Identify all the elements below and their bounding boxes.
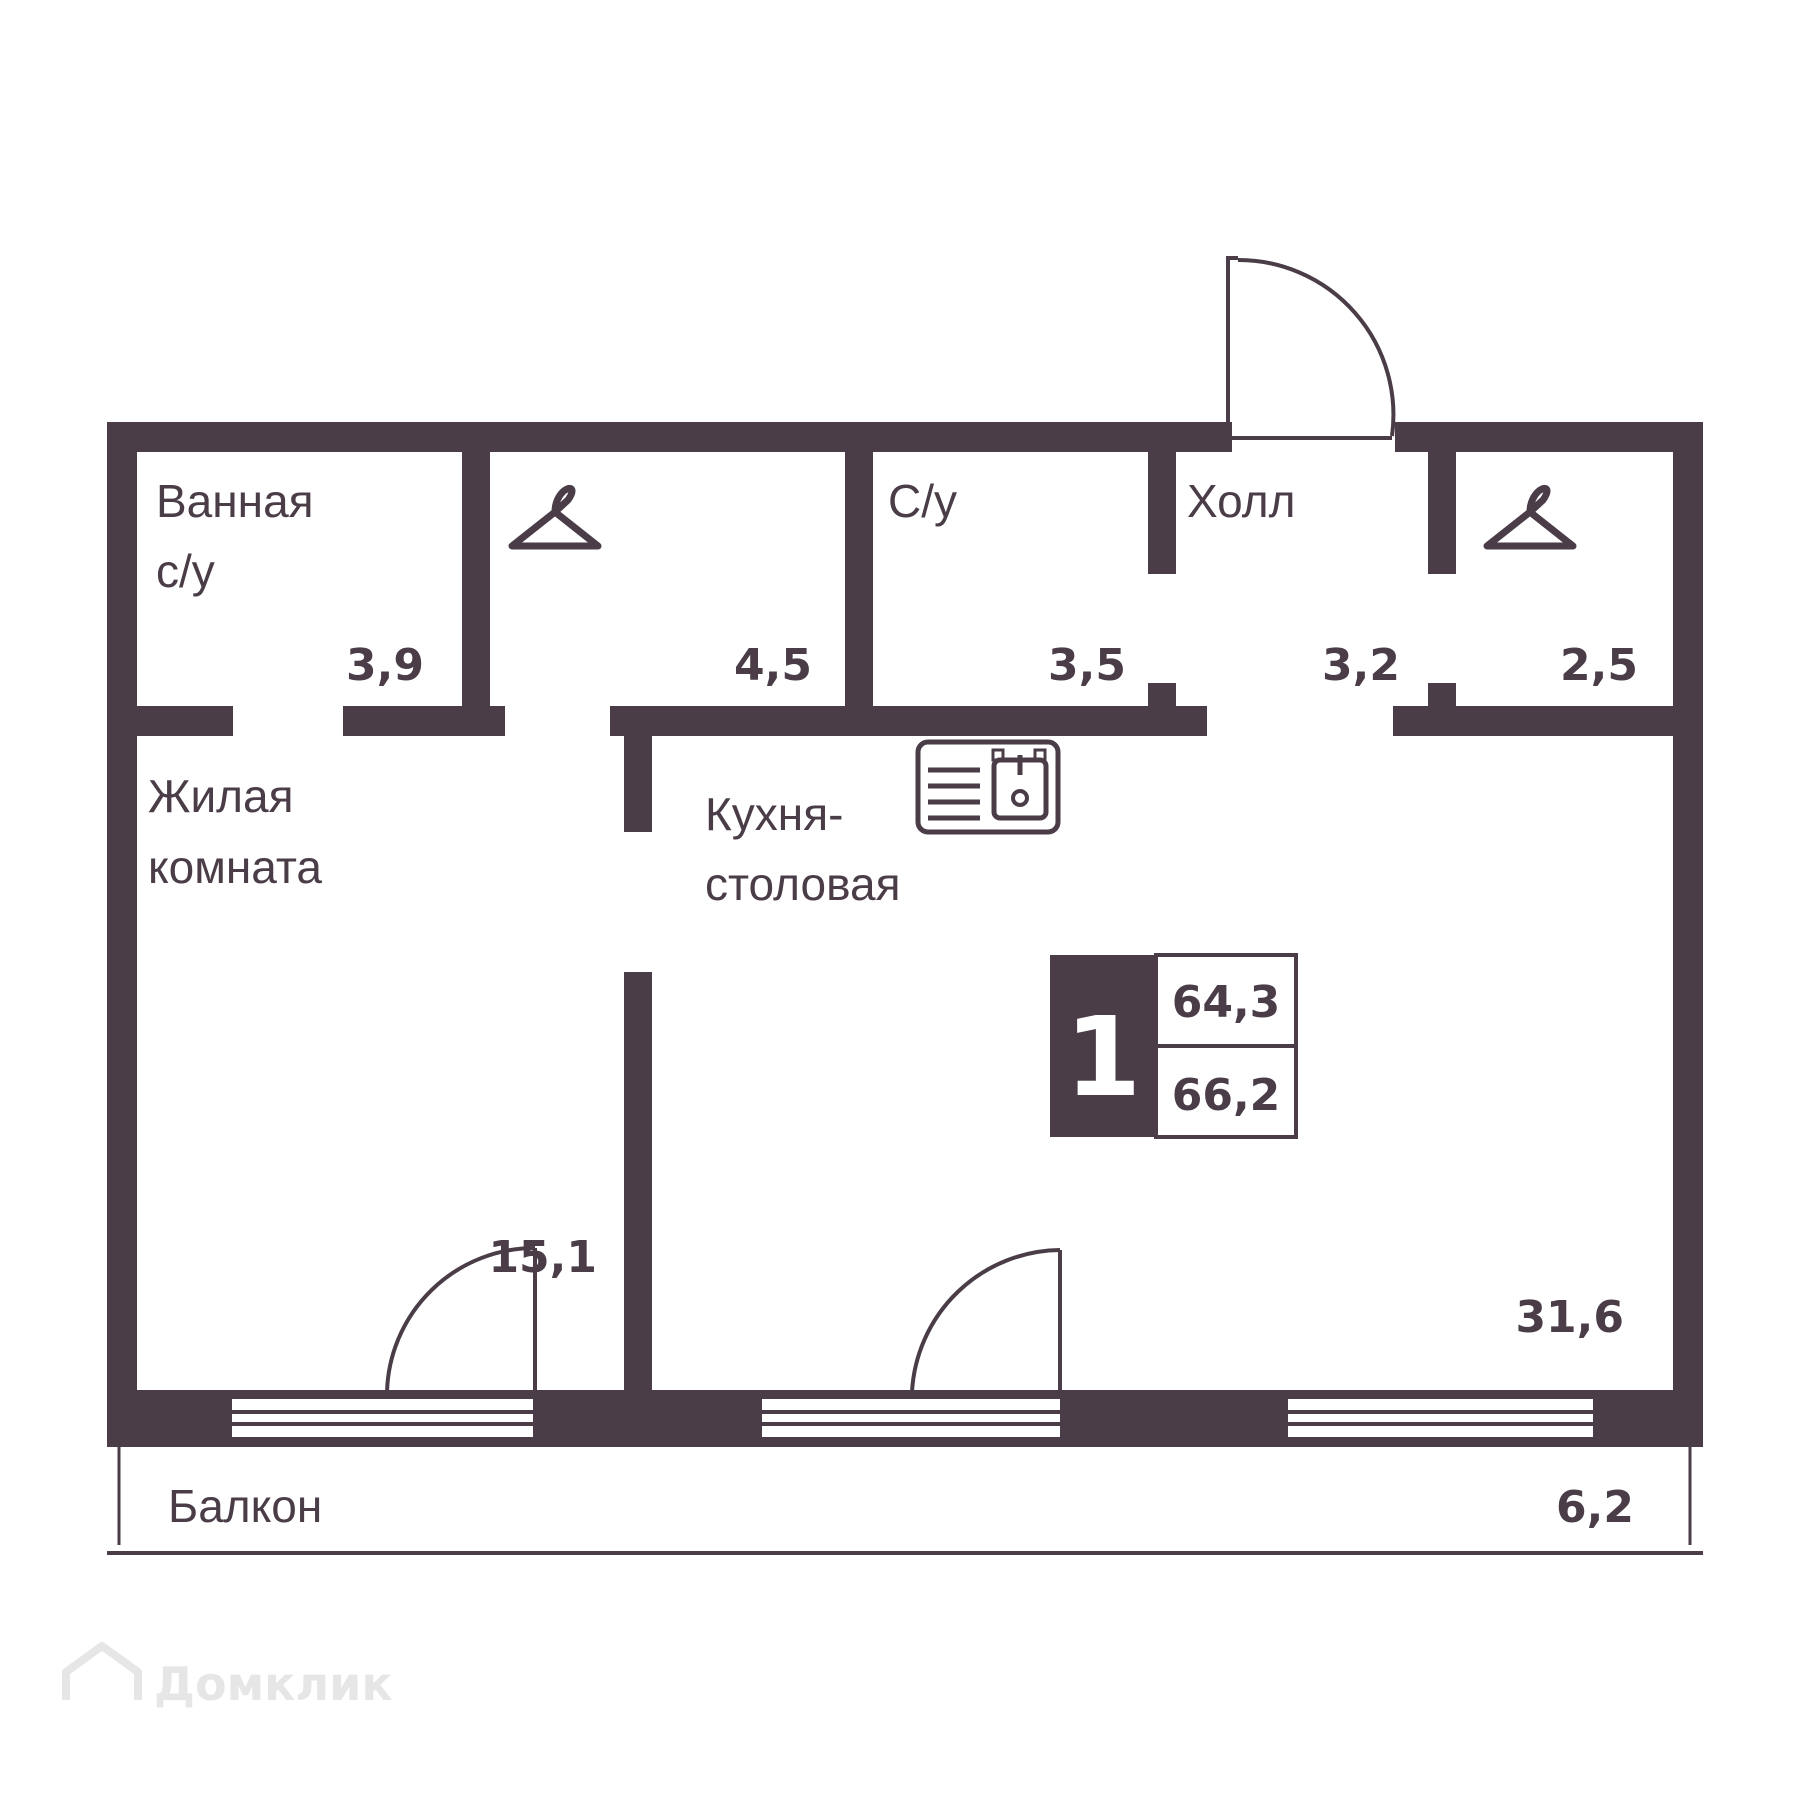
toilet-label: С/у (888, 475, 957, 527)
outer-walls (107, 422, 1703, 1447)
bathroom-label-line-1: Ванная (156, 475, 314, 527)
balcony-door-living (385, 1246, 537, 1393)
kitchen-label-line-1: Кухня- (705, 788, 843, 840)
wardrobe-1-area: 4,5 (734, 640, 812, 691)
balcony-outline (107, 1447, 1703, 1555)
house-logo-icon (62, 1642, 142, 1700)
hanger-icon (508, 485, 602, 550)
interior-walls (107, 422, 1703, 1392)
entrance-door (1226, 256, 1396, 440)
hanger-icon (1483, 485, 1577, 550)
watermark-text: Домклик (154, 1657, 393, 1711)
kitchen-area: 31,6 (1515, 1292, 1624, 1343)
total-area-2: 66,2 (1172, 1070, 1281, 1121)
living-room-label-line-2: комната (148, 841, 322, 893)
kitchen-label-line-2: столовая (705, 858, 900, 910)
living-room-label-line-1: Жилая (148, 770, 294, 822)
bathroom-label-line-2: с/у (156, 545, 215, 597)
hall-area: 3,2 (1322, 640, 1400, 691)
hall-label: Холл (1187, 475, 1295, 527)
balcony-door-kitchen (910, 1248, 1062, 1393)
room-count: 1 (1065, 993, 1142, 1121)
total-area-1: 64,3 (1172, 977, 1281, 1028)
balcony-label: Балкон (168, 1480, 322, 1532)
toilet-area: 3,5 (1048, 640, 1126, 691)
watermark: Домклик (62, 1642, 393, 1711)
balcony-area: 6,2 (1556, 1482, 1634, 1533)
summary-badge: 1 64,3 66,2 (1050, 953, 1298, 1139)
bathroom-area: 3,9 (346, 640, 424, 691)
kitchen-sink-icon (915, 739, 1061, 835)
windows (232, 1399, 1593, 1437)
living-room-area: 15,1 (488, 1232, 597, 1283)
wardrobe-2-area: 2,5 (1560, 640, 1638, 691)
